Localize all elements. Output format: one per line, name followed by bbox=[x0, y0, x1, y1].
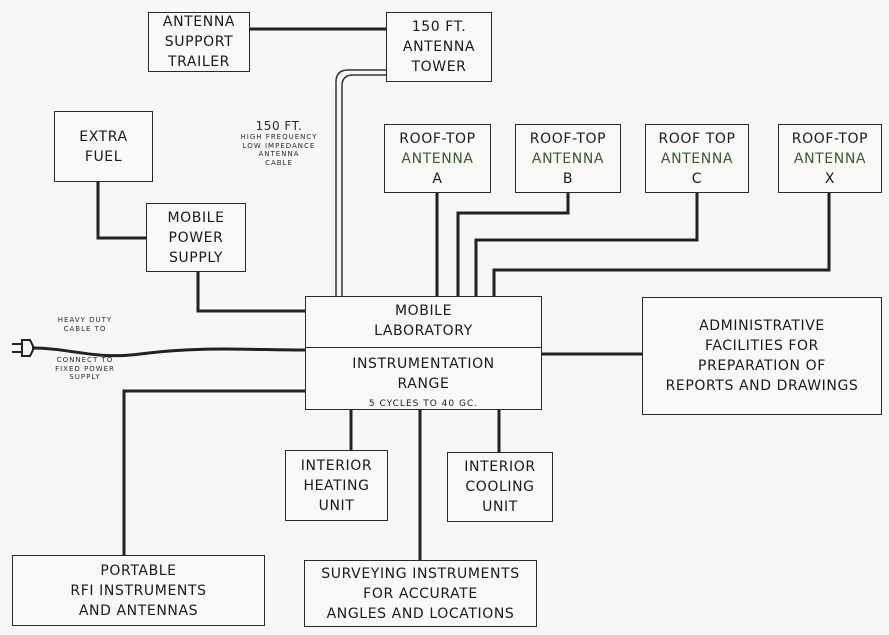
box-line: FUEL bbox=[84, 148, 123, 165]
note-line: FIXED POWER bbox=[55, 364, 115, 373]
box-line: ADMINISTRATIVE bbox=[699, 318, 825, 334]
box-line: ROOF-TOP bbox=[529, 130, 607, 147]
line-tower-cable-inner bbox=[341, 74, 386, 296]
interior-heating-unit-box: INTERIOR HEATING UNIT bbox=[285, 450, 388, 521]
line-lab-rfi bbox=[122, 389, 305, 555]
roof-top-antenna-a-box: ROOF-TOP ANTENNA A bbox=[384, 124, 491, 193]
box-line: X bbox=[824, 170, 836, 187]
antenna-cable-note: 150 FT. HIGH FREQUENCY LOW IMPEDANCE ANT… bbox=[214, 120, 344, 167]
note-line: HIGH FREQUENCY bbox=[240, 133, 318, 141]
note-line: CABLE bbox=[265, 158, 293, 167]
box-line: ANTENNA bbox=[660, 150, 734, 167]
box-line: RFI INSTRUMENTS bbox=[70, 582, 207, 599]
note-line: HEAVY DUTY bbox=[57, 316, 113, 324]
box-line: A bbox=[432, 170, 443, 187]
box-line: RANGE bbox=[397, 376, 450, 392]
roof-top-antenna-c-box: ROOF TOP ANTENNA C bbox=[645, 124, 749, 193]
connect-power-note: CONNECT TO FIXED POWER SUPPLY bbox=[30, 356, 140, 382]
mobile-laboratory-box: MOBILE LABORATORY INSTRUMENTATION RANGE … bbox=[305, 296, 542, 410]
line-power-lab bbox=[196, 272, 305, 313]
box-line: SUPPORT bbox=[164, 34, 234, 50]
line-rooftop-c bbox=[474, 193, 699, 296]
box-line: POWER bbox=[168, 229, 224, 246]
box-line: ANGLES AND LOCATIONS bbox=[326, 605, 515, 622]
box-line: LABORATORY bbox=[374, 323, 473, 339]
note-line: LOW IMPEDANCE bbox=[242, 141, 316, 150]
note-line: 150 FT. bbox=[255, 119, 303, 133]
lab-divider bbox=[306, 347, 541, 348]
box-line: 150 FT. bbox=[411, 19, 467, 35]
line-power-cord bbox=[31, 346, 306, 358]
box-line: COOLING bbox=[465, 479, 535, 495]
box-line: ANTENNA bbox=[531, 150, 605, 167]
mobile-power-supply-box: MOBILE POWER SUPPLY bbox=[146, 203, 246, 272]
box-line: PREPARATION OF bbox=[698, 358, 826, 374]
box-line: SUPPLY bbox=[168, 249, 224, 266]
box-line: TOWER bbox=[411, 59, 467, 75]
plug-icon bbox=[12, 339, 36, 357]
box-line: INTERIOR bbox=[300, 457, 373, 474]
box-line: INSTRUMENTATION bbox=[352, 356, 495, 372]
line-fuel-power bbox=[96, 182, 146, 240]
note-line: ANTENNA bbox=[258, 150, 300, 158]
heavy-duty-cable-note: HEAVY DUTY CABLE TO bbox=[30, 316, 140, 333]
box-line: ROOF-TOP bbox=[791, 130, 869, 147]
note-line: CONNECT TO bbox=[56, 356, 114, 364]
box-line: C bbox=[691, 170, 703, 187]
box-line: ROOF-TOP bbox=[399, 130, 476, 147]
box-line: SURVEYING INSTRUMENTS bbox=[321, 565, 520, 582]
roof-top-antenna-b-box: ROOF-TOP ANTENNA B bbox=[515, 124, 621, 193]
box-line: ANTENNA bbox=[162, 14, 236, 30]
line-tower-cable-outer bbox=[335, 69, 386, 296]
box-line: UNIT bbox=[482, 499, 518, 515]
box-line: ANTENNA bbox=[401, 150, 474, 167]
box-line: ANTENNA bbox=[402, 39, 476, 55]
box-line: ANTENNA bbox=[793, 150, 867, 167]
note-line: SUPPLY bbox=[69, 373, 101, 381]
frequency-range: 5 CYCLES TO 40 GC. bbox=[368, 399, 479, 409]
box-line: REPORTS AND DRAWINGS bbox=[665, 378, 859, 394]
box-line: MOBILE bbox=[394, 303, 453, 319]
extra-fuel-box: EXTRA FUEL bbox=[54, 111, 153, 182]
line-rooftop-b bbox=[456, 193, 570, 296]
box-line: AND ANTENNAS bbox=[78, 602, 199, 619]
box-line: FACILITIES FOR bbox=[705, 338, 819, 354]
box-line: UNIT bbox=[318, 497, 355, 514]
box-line: B bbox=[562, 170, 574, 187]
surveying-instruments-box: SURVEYING INSTRUMENTS FOR ACCURATE ANGLE… bbox=[304, 560, 537, 627]
antenna-tower-box: 150 FT. ANTENNA TOWER bbox=[386, 12, 492, 82]
box-line: INTERIOR bbox=[464, 459, 536, 475]
administrative-facilities-box: ADMINISTRATIVE FACILITIES FOR PREPARATIO… bbox=[642, 297, 882, 415]
box-line: TRAILER bbox=[168, 54, 230, 70]
box-line: FOR ACCURATE bbox=[363, 585, 478, 602]
line-rooftop-x bbox=[492, 193, 831, 296]
box-line: ROOF TOP bbox=[658, 130, 736, 147]
antenna-support-trailer-box: ANTENNA SUPPORT TRAILER bbox=[148, 12, 250, 72]
box-line: HEATING bbox=[303, 477, 370, 494]
interior-cooling-unit-box: INTERIOR COOLING UNIT bbox=[447, 452, 553, 522]
portable-rfi-instruments-box: PORTABLE RFI INSTRUMENTS AND ANTENNAS bbox=[12, 555, 265, 626]
box-line: MOBILE bbox=[167, 209, 225, 226]
box-line: PORTABLE bbox=[100, 562, 177, 579]
note-line: CABLE TO bbox=[63, 324, 107, 333]
box-line: EXTRA bbox=[79, 128, 128, 145]
roof-top-antenna-x-box: ROOF-TOP ANTENNA X bbox=[778, 124, 882, 193]
